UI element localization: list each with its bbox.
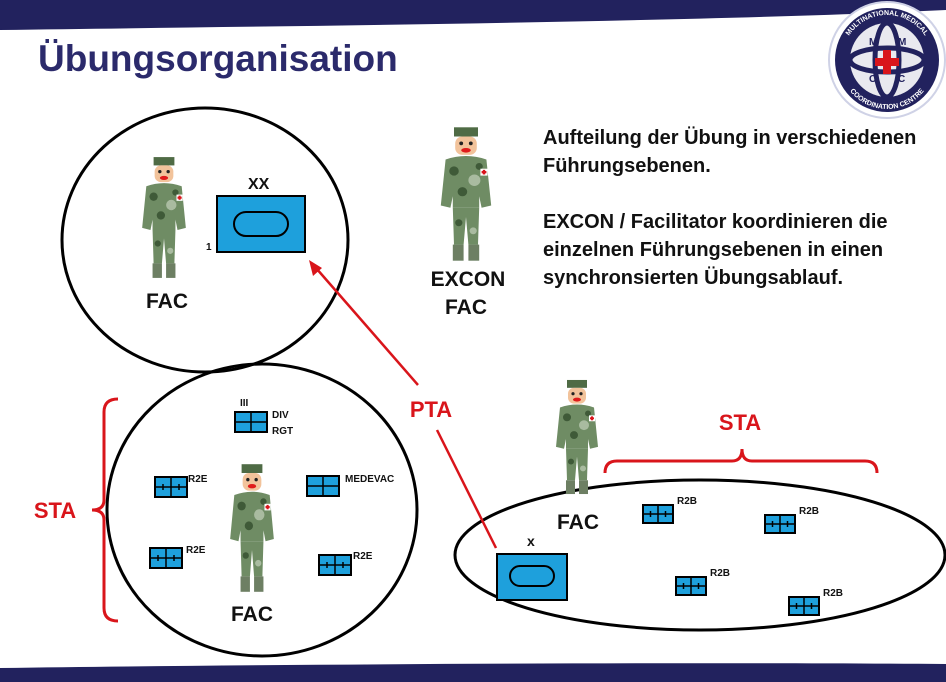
fac-label-left: FAC <box>231 603 273 626</box>
soldier-figure-top <box>138 155 190 280</box>
mmcc-logo: M M C C MULTINATIONAL MEDICAL COORDINATI… <box>828 1 946 119</box>
top-bracket <box>603 448 879 474</box>
fac-label-right: FAC <box>557 511 599 534</box>
soldier-figure-left <box>226 462 278 594</box>
division-unit-symbol <box>216 195 306 253</box>
description-paragraph: EXCON / Facilitator koordinieren die ein… <box>543 211 888 289</box>
sta-label-left: STA <box>33 498 77 523</box>
unit-label: R2B <box>677 496 698 507</box>
echelon-x: x <box>527 533 535 549</box>
medical-unit-symbol <box>675 576 707 596</box>
footer-band <box>0 663 946 682</box>
unit-label: R2E <box>353 551 373 562</box>
page-title: Übungsorganisation <box>38 38 398 79</box>
soldier-figure-excon <box>436 125 496 263</box>
pta-line <box>435 429 498 549</box>
unit-label: R2B <box>799 506 820 517</box>
medical-unit-symbol <box>642 504 674 524</box>
arrow-head-icon <box>309 260 322 276</box>
left-circle <box>105 362 419 658</box>
medical-unit-symbol <box>234 411 268 433</box>
unit-label: R2B <box>710 568 731 579</box>
svg-text:C: C <box>898 74 905 85</box>
medical-unit-symbol <box>154 476 188 498</box>
soldier-figure-right <box>552 378 602 496</box>
svg-text:M: M <box>869 37 877 48</box>
company-unit-symbol <box>496 553 568 601</box>
right-ellipse <box>453 478 946 632</box>
hq-label-rgt: RGT <box>272 426 294 437</box>
left-bracket <box>91 397 119 623</box>
medical-unit-symbol <box>764 514 796 534</box>
hq-label-div: DIV <box>272 410 289 421</box>
medical-unit-symbol <box>306 475 340 497</box>
excon-label: EXCON <box>430 268 506 291</box>
unit-label: R2B <box>823 588 844 599</box>
echelon-xx: XX <box>248 176 270 193</box>
medical-unit-symbol <box>149 547 183 569</box>
medical-unit-symbol <box>788 596 820 616</box>
top-circle <box>60 106 350 374</box>
unit-label: R2E <box>188 474 208 485</box>
hq-echelon: III <box>240 398 249 409</box>
svg-text:M: M <box>898 37 906 48</box>
pta-arrow <box>315 267 419 386</box>
excon-fac-label: FAC <box>445 296 487 319</box>
description-paragraph: Aufteilung der Übung in verschiedenen Fü… <box>543 127 917 177</box>
unit-number: 1 <box>206 242 212 253</box>
fac-label-top: FAC <box>146 290 188 313</box>
description-text: Aufteilung der Übung in verschiedenen Fü… <box>543 124 933 320</box>
unit-label: R2E <box>186 545 206 556</box>
unit-label: MEDEVAC <box>345 474 395 485</box>
header-band <box>0 0 946 30</box>
pta-label: PTA <box>409 397 453 422</box>
medical-unit-symbol <box>318 554 352 576</box>
svg-text:C: C <box>869 74 876 85</box>
sta-label-right: STA <box>718 410 762 435</box>
